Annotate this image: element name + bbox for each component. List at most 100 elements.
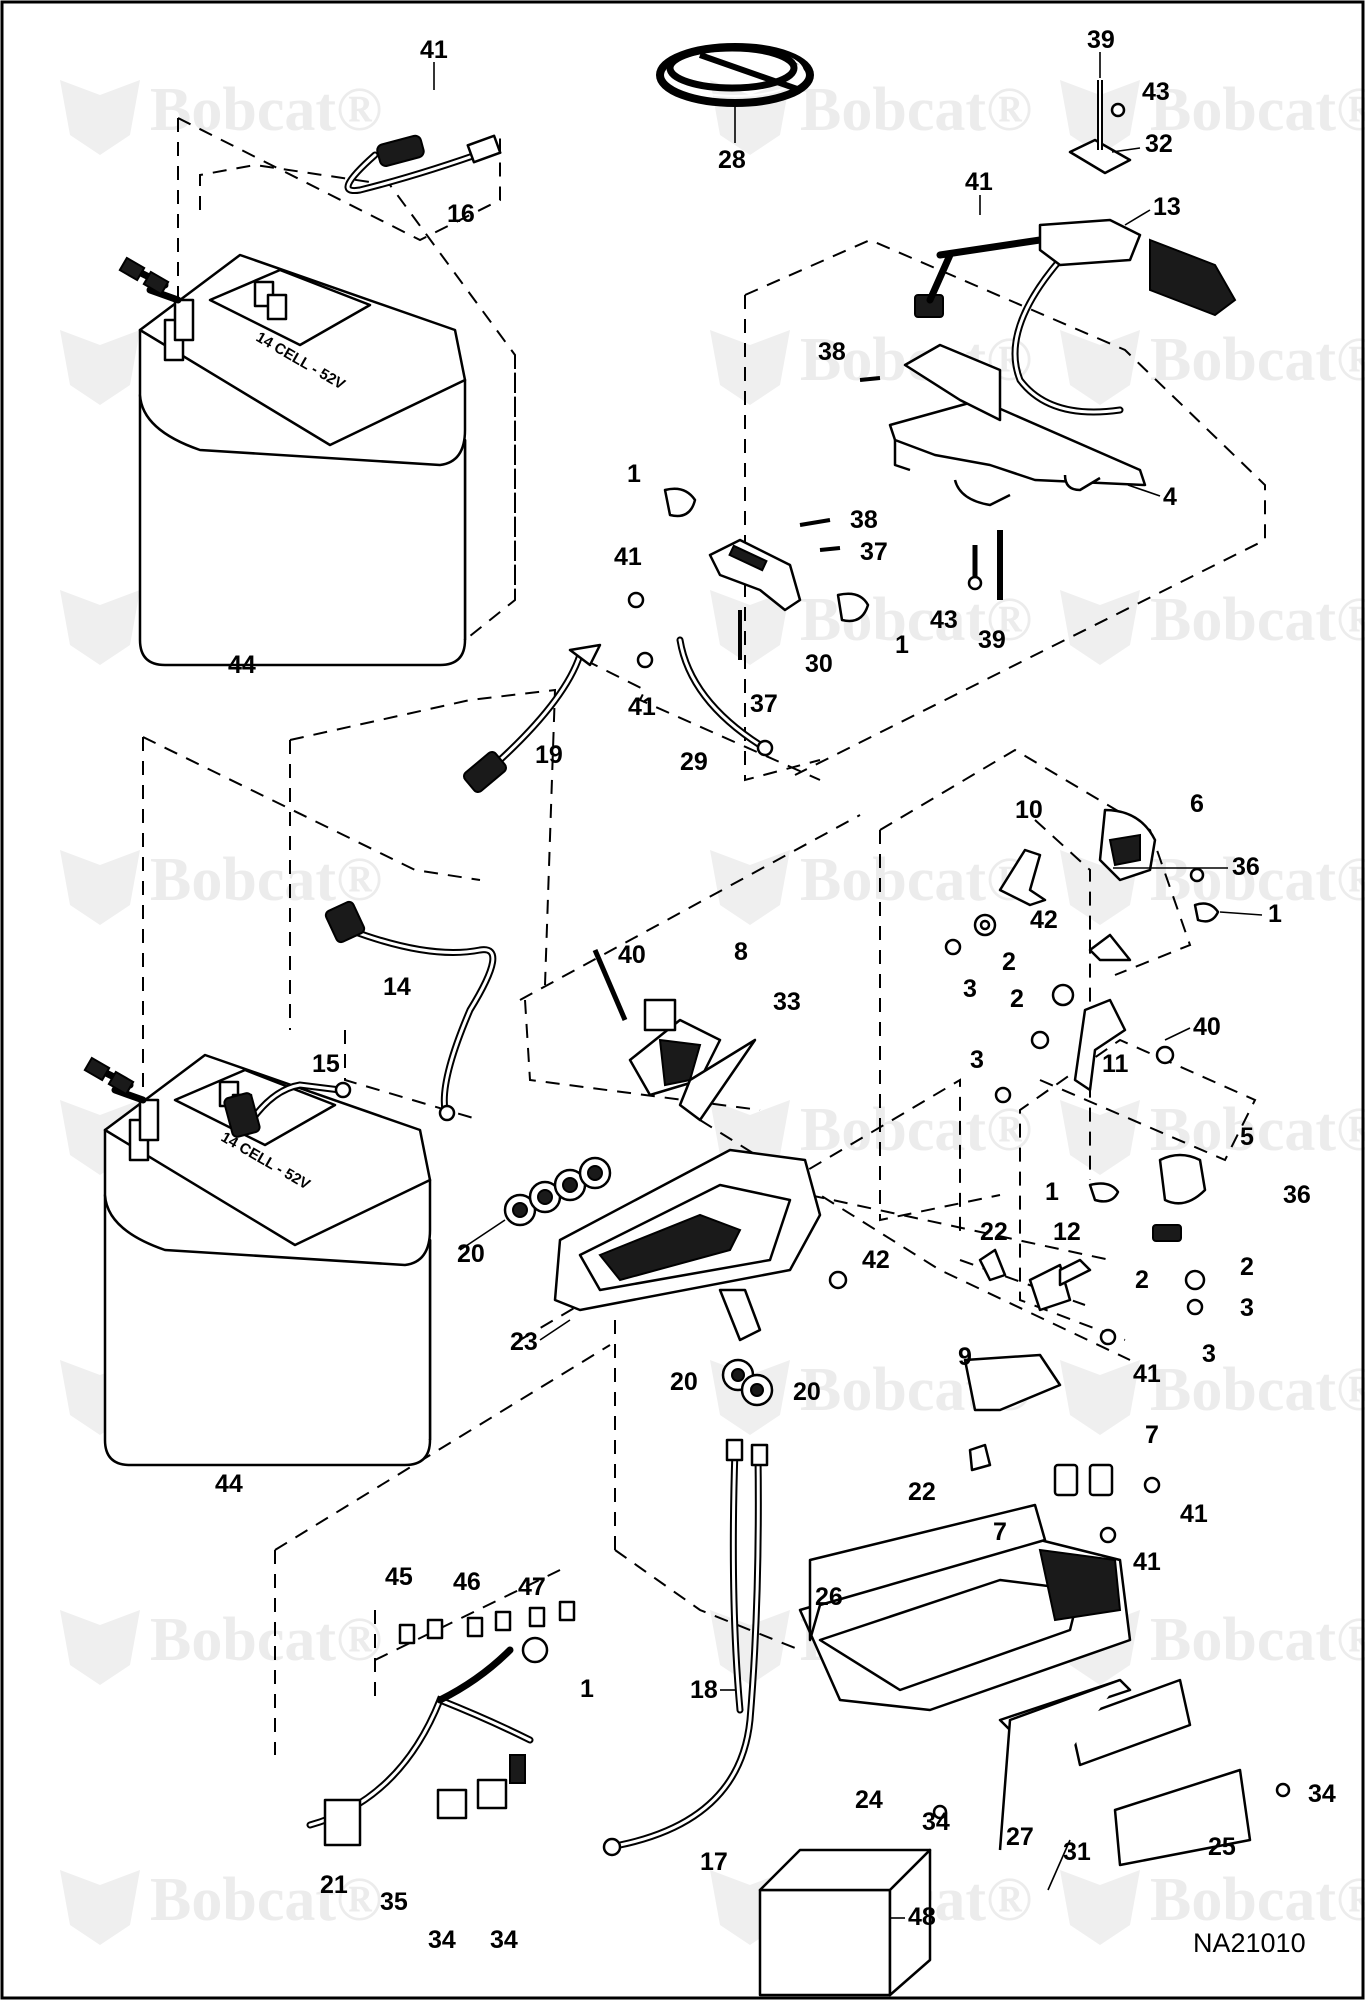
callout-36: 36 [1283, 1181, 1311, 1209]
callout-47: 47 [518, 1573, 546, 1601]
callout-13: 13 [1153, 193, 1181, 221]
watermark-logo-icon [1060, 330, 1140, 405]
callout-41: 41 [420, 36, 448, 64]
bracket-4 [888, 343, 1147, 507]
cable-16 [344, 134, 502, 195]
callout-19: 19 [535, 741, 563, 769]
callout-33: 33 [773, 988, 801, 1016]
cable-coil [656, 43, 814, 107]
callout-34: 34 [490, 1926, 518, 1954]
callout-34: 34 [1308, 1780, 1336, 1808]
leader-lines [433, 52, 1263, 1919]
callout-48: 48 [908, 1903, 936, 1931]
callout-34: 34 [428, 1926, 456, 1954]
callout-43: 43 [930, 606, 958, 634]
callout-3: 3 [1202, 1340, 1216, 1368]
callout-40: 40 [618, 941, 646, 969]
watermark-logo-icon [710, 330, 790, 405]
callout-35: 35 [380, 1888, 408, 1916]
watermark-logo-icon [60, 590, 140, 665]
contactor-8 [592, 949, 757, 1122]
watermark-text: Bobcat® [1150, 1866, 1365, 1934]
callout-20: 20 [793, 1378, 821, 1406]
callout-15: 15 [312, 1050, 340, 1078]
callout-7: 7 [1145, 1421, 1159, 1449]
housing-24 [798, 1503, 1291, 1867]
callout-2: 2 [1240, 1253, 1254, 1281]
right-side-parts [944, 808, 1220, 1544]
callout-22: 22 [908, 1478, 936, 1506]
callout-3: 3 [970, 1046, 984, 1074]
watermark-logo-icon [710, 850, 790, 925]
callout-41: 41 [1180, 1500, 1208, 1528]
callout-24: 24 [855, 1786, 883, 1814]
callout-3: 3 [963, 975, 977, 1003]
callout-1: 1 [895, 631, 909, 659]
callout-39: 39 [978, 626, 1006, 654]
cable-19 [463, 643, 602, 794]
callout-4: 4 [1163, 483, 1177, 511]
callout-41: 41 [614, 543, 642, 571]
callout-29: 29 [680, 748, 708, 776]
callout-17: 17 [700, 1848, 728, 1876]
callout-8: 8 [734, 938, 748, 966]
cables-17-18 [602, 1358, 774, 1857]
callout-2: 2 [1135, 1266, 1149, 1294]
watermark-logo-icon [1060, 1360, 1140, 1435]
battery-upper: 14 CELL - 52V [118, 253, 467, 667]
callout-42: 42 [862, 1246, 890, 1274]
callout-6: 6 [1190, 790, 1204, 818]
callout-41: 41 [628, 693, 656, 721]
callout-38: 38 [850, 506, 878, 534]
watermark-text: Bobcat® [150, 1866, 382, 1934]
callout-40: 40 [1193, 1013, 1221, 1041]
harness-21 [306, 1600, 576, 1847]
callout-39: 39 [1087, 26, 1115, 54]
callout-11: 11 [1102, 1050, 1129, 1078]
box-48 [758, 1848, 932, 1997]
watermark-logo-icon [60, 850, 140, 925]
watermark-text: Bobcat® [800, 846, 1032, 914]
callout-18: 18 [690, 1676, 718, 1704]
watermark-logo-icon [710, 1610, 790, 1685]
callout-32: 32 [1145, 130, 1173, 158]
grommets-row [503, 1156, 612, 1227]
cables-14-15 [223, 900, 497, 1138]
callout-1: 1 [580, 1675, 594, 1703]
callout-12: 12 [1053, 1218, 1081, 1246]
callout-27: 27 [1006, 1823, 1034, 1851]
controller-23 [503, 1148, 848, 1342]
watermark-logo-icon [1060, 1870, 1140, 1945]
callout-28: 28 [718, 146, 746, 174]
callout-3: 3 [1240, 1294, 1254, 1322]
callout-1: 1 [1045, 1178, 1059, 1206]
callout-38: 38 [818, 338, 846, 366]
callout-26: 26 [815, 1583, 843, 1611]
watermark-logo-icon [1060, 590, 1140, 665]
watermark-text: Bobcat® [1150, 1356, 1365, 1424]
watermark-text: Bobcat® [150, 1606, 382, 1674]
watermark-text: Bobcat® [1150, 326, 1365, 394]
callout-44: 44 [228, 651, 256, 679]
callout-7: 7 [993, 1518, 1007, 1546]
watermark-text: Bobcat® [1150, 846, 1365, 914]
bracket-30 [627, 376, 881, 669]
watermark-logo-icon [60, 330, 140, 405]
watermark-logo-icon [1060, 1100, 1140, 1175]
watermark-logo-icon [710, 590, 790, 665]
callout-45: 45 [385, 1563, 413, 1591]
callout-20: 20 [670, 1368, 698, 1396]
watermark-logo-icon [60, 1870, 140, 1945]
watermark-text: Bobcat® [1150, 1096, 1365, 1164]
callout-5: 5 [1240, 1123, 1254, 1151]
callout-25: 25 [1208, 1833, 1236, 1861]
callout-21: 21 [320, 1871, 348, 1899]
drawing-code: NA21010 [1193, 1928, 1306, 1958]
callout-43: 43 [1142, 78, 1170, 106]
watermark-text: Bobcat® [150, 76, 382, 144]
callout-37: 37 [860, 538, 888, 566]
callout-34: 34 [922, 1808, 950, 1836]
callout-23: 23 [510, 1328, 538, 1356]
